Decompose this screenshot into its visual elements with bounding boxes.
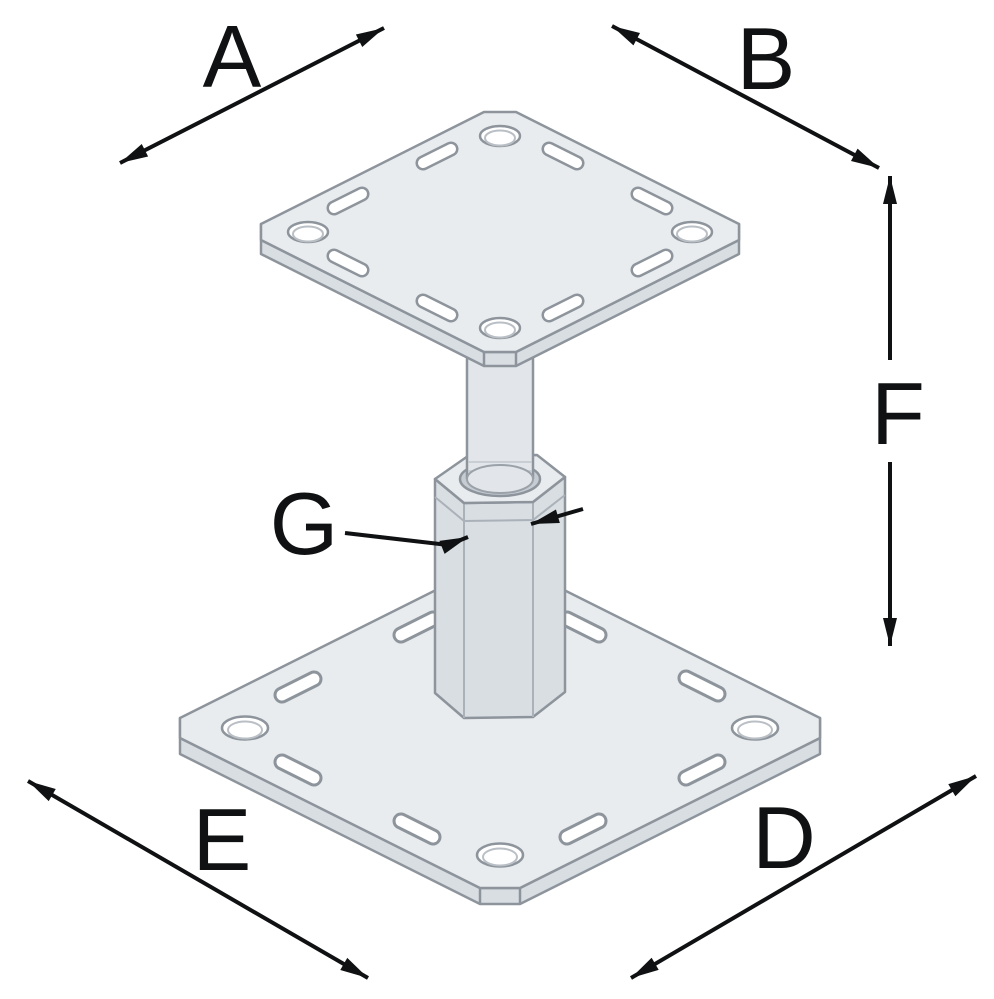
- slot-hole: [561, 613, 605, 641]
- dimension-a-line: [119, 26, 385, 165]
- slot-hole: [544, 144, 582, 168]
- threaded-rod: [465, 350, 535, 494]
- slot-hole: [561, 815, 605, 843]
- dimension-d-label: D: [752, 788, 816, 887]
- slot-hole: [276, 673, 320, 701]
- dimension-b-label: B: [737, 9, 796, 108]
- dimension-e: E: [26, 779, 370, 980]
- slot-hole: [418, 144, 456, 168]
- bolt-hole-depth: [676, 225, 708, 243]
- dimension-b-line: [611, 24, 880, 170]
- slot-hole: [395, 815, 439, 843]
- slot-hole: [633, 251, 671, 275]
- dimension-f-label: F: [871, 364, 925, 463]
- dimension-e-line: [26, 779, 370, 980]
- bottom-plate-holes: [220, 588, 780, 868]
- slot-hole: [418, 296, 456, 320]
- dimension-d: D: [629, 774, 978, 980]
- bolt-hole-depth: [737, 720, 773, 740]
- rod-bottom-end: [466, 464, 534, 494]
- dimension-d-line: [629, 774, 978, 980]
- slot-hole: [633, 189, 671, 213]
- hex-chamfer-line: [434, 494, 566, 523]
- slot-hole: [276, 756, 320, 784]
- dimension-g-label: G: [270, 474, 338, 573]
- bolt-hole-depth: [482, 847, 518, 867]
- bolt-hole-depth: [484, 321, 516, 339]
- slot-hole: [395, 613, 439, 641]
- dimension-b: B: [611, 9, 880, 170]
- dimension-g-leader-left: [344, 531, 469, 554]
- bolt-hole-depth: [484, 129, 516, 147]
- bolt-hole-depth: [292, 225, 324, 243]
- dimension-e-label: E: [193, 790, 252, 889]
- hex-sleeve: [433, 453, 567, 720]
- slot-hole: [329, 251, 367, 275]
- rod-body: [467, 350, 533, 479]
- dimension-g-leader-right: [530, 507, 584, 526]
- top-plate: [259, 110, 741, 368]
- dimension-a: A: [119, 7, 385, 165]
- dimension-g: G: [270, 474, 584, 573]
- bolt-hole-depth: [227, 720, 263, 740]
- top-plate-holes: [286, 124, 714, 340]
- slot-hole: [544, 296, 582, 320]
- dimension-a-label: A: [203, 7, 262, 106]
- slot-hole: [680, 672, 724, 700]
- slot-hole: [680, 756, 724, 784]
- top-plate-top-face: [259, 110, 741, 354]
- dimension-f: F: [871, 176, 925, 646]
- slot-hole: [329, 189, 367, 213]
